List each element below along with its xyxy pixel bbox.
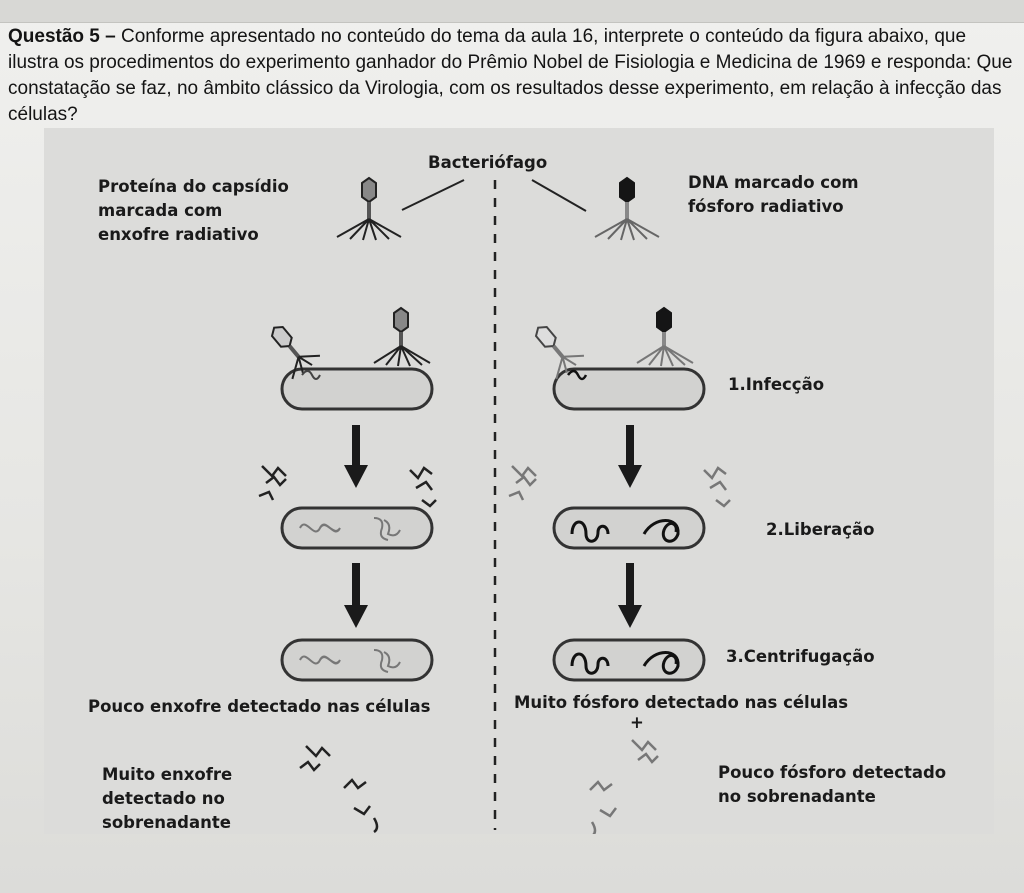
question-number: Questão 5 – xyxy=(8,26,116,47)
cell-right-centrifuge xyxy=(552,638,706,682)
previous-content-strip xyxy=(0,0,1024,23)
hershey-chase-figure: Bacteriófago Proteína do capsídio marcad… xyxy=(44,128,994,834)
question-text: Questão 5 – Conforme apresentado no cont… xyxy=(8,24,1013,128)
right-label-line-1: DNA marcado com xyxy=(688,173,859,192)
released-protein-right-a xyxy=(508,465,537,501)
cell-right-release xyxy=(552,506,706,550)
left-result: Pouco enxofre detectado nas células xyxy=(88,697,431,716)
released-protein-left-b xyxy=(409,466,437,508)
dna-coil-left-centrifuge-1 xyxy=(299,655,341,665)
dna-coil-right-release-1 xyxy=(570,520,610,543)
step-2-label: 2.Liberação xyxy=(766,520,875,539)
cell-left-centrifuge xyxy=(280,638,434,682)
phage-right-attached-2 xyxy=(534,325,584,380)
released-protein-left-a xyxy=(258,465,287,501)
right-supernatant-line-1: Pouco fósforo detectado xyxy=(718,763,947,782)
dna-coil-right-centrifuge-1 xyxy=(570,652,610,675)
phage-left-attached-1 xyxy=(373,306,431,367)
phage-right-attached-1 xyxy=(636,306,694,367)
right-result: Muito fósforo detectado nas células xyxy=(514,693,849,712)
supernatant-protein-left xyxy=(299,745,379,834)
injected-dna-left xyxy=(301,370,321,380)
step-1-label: 1.Infecção xyxy=(728,375,825,394)
dna-coil-right-centrifuge-2 xyxy=(642,651,680,675)
dna-coil-right-release-2 xyxy=(642,519,680,543)
supernatant-protein-right xyxy=(589,739,659,834)
dna-coil-left-centrifuge-2 xyxy=(373,649,401,673)
phage-right-top xyxy=(594,176,660,241)
left-supernatant-line-3: sobrenadante xyxy=(102,813,231,832)
dna-coil-left-release-2 xyxy=(373,517,401,541)
released-protein-right-b xyxy=(703,466,731,508)
question-body: Conforme apresentado no conteúdo do tema… xyxy=(8,26,1013,125)
cell-left-release xyxy=(280,506,434,550)
injected-dna-right xyxy=(567,369,588,381)
left-supernatant-line-2: detectado no xyxy=(102,789,225,808)
phage-left-top xyxy=(336,176,402,241)
pointer-line-left xyxy=(401,179,465,211)
arrow-left-1 xyxy=(344,425,368,488)
arrow-left-2 xyxy=(344,563,368,628)
cell-right-infection xyxy=(552,367,706,411)
arrow-right-1 xyxy=(618,425,642,488)
right-supernatant-line-2: no sobrenadante xyxy=(718,787,876,806)
pointer-line-right xyxy=(531,179,587,212)
left-label-line-2: marcada com xyxy=(98,201,223,220)
figure-drawing xyxy=(258,176,731,834)
dna-coil-left-release-1 xyxy=(299,523,341,533)
figure-title: Bacteriófago xyxy=(428,153,548,172)
arrow-right-2 xyxy=(618,563,642,628)
left-label-line-1: Proteína do capsídio xyxy=(98,177,289,196)
cell-left-infection xyxy=(280,367,434,411)
left-label-line-3: enxofre radiativo xyxy=(98,225,259,244)
step-3-label: 3.Centrifugação xyxy=(726,647,875,666)
plus-sign: + xyxy=(630,713,644,732)
left-supernatant-line-1: Muito enxofre xyxy=(102,765,233,784)
phage-left-attached-2 xyxy=(270,325,320,380)
right-label-line-2: fósforo radiativo xyxy=(688,197,844,216)
